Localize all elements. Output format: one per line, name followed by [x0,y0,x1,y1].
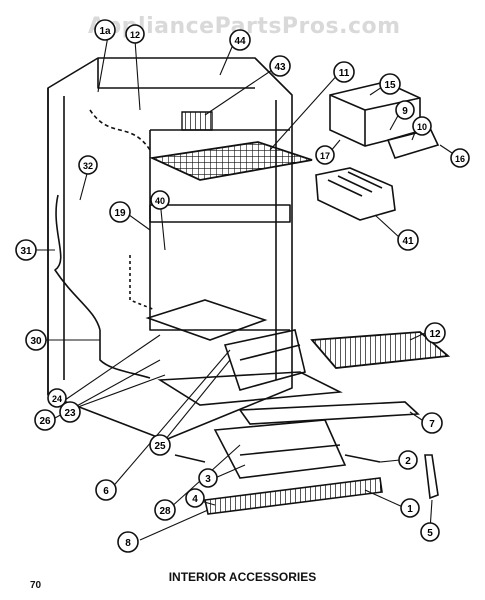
callout-31: 31 [15,239,37,261]
callout-11: 11 [333,61,355,83]
callout-12: 12 [424,322,446,344]
callout-41: 41 [397,229,419,251]
divider [149,204,291,223]
cabinet-liner [47,57,293,441]
ice-tray [386,127,440,159]
page-number: 70 [30,580,42,591]
svg-text:26: 26 [39,416,51,427]
keeper-front [239,344,301,361]
svg-text:24: 24 [52,394,62,404]
callout-7: 7 [421,412,443,434]
callout-17: 17 [315,145,335,165]
svg-text:17: 17 [320,151,330,161]
shelf-rail [181,111,213,131]
svg-text:40: 40 [155,196,165,206]
svg-text:41: 41 [402,236,414,247]
callout-32: 32 [78,155,98,175]
tubing-lower [99,330,151,379]
svg-text:15: 15 [384,80,396,91]
callout-12-top: 12 [125,24,145,44]
svg-text:23: 23 [64,408,76,419]
callout-28: 28 [154,499,176,521]
gasket-upper [89,109,151,151]
svg-text:8: 8 [125,538,131,549]
callout-40: 40 [150,190,170,210]
callout-26-left: 26 [34,409,56,431]
svg-text:30: 30 [30,336,42,347]
rail-7 [238,401,420,425]
crisper-cover [157,371,343,406]
svg-text:3: 3 [205,474,211,485]
liner-rear-top [97,58,255,89]
base-grille [204,477,383,515]
callout-15: 15 [379,73,401,95]
svg-text:7: 7 [429,419,435,430]
screw-5 [174,454,206,463]
callout-5: 5 [420,522,440,542]
callout-43: 43 [269,55,291,77]
tubing-left [54,194,101,331]
svg-text:32: 32 [83,161,93,171]
svg-text:16: 16 [455,154,465,164]
callout-3: 3 [198,468,218,488]
callout-44: 44 [229,29,251,51]
crisper-shelf [310,331,451,369]
callout-10: 10 [412,116,432,136]
diagram-caption: INTERIOR ACCESSORIES [168,570,317,584]
callout-24: 24 [47,388,67,408]
callout-6: 6 [95,479,117,501]
callout-4: 4 [185,488,205,508]
crisper-pan [213,419,347,479]
svg-text:1a: 1a [99,26,111,37]
keeper-drawer [223,329,306,391]
callout-19: 19 [109,201,131,223]
svg-text:43: 43 [274,62,286,73]
svg-text:44: 44 [234,36,246,47]
callout-16: 16 [450,148,470,168]
callout-8: 8 [117,531,139,553]
leveling-leg [424,454,439,500]
freezer-shelf [148,141,313,181]
ice-maker [315,167,396,221]
crisper-pan-front [239,444,341,456]
svg-text:9: 9 [402,106,408,117]
svg-text:10: 10 [417,122,427,132]
liner-back-wall [149,130,290,331]
svg-text:5: 5 [427,528,433,539]
callout-25: 25 [149,434,171,456]
dashed-mount [129,255,156,311]
screw-2 [344,454,381,463]
callout-1: 1 [400,498,420,518]
svg-text:1: 1 [407,504,413,515]
svg-text:19: 19 [114,208,126,219]
svg-text:31: 31 [20,246,32,257]
svg-text:11: 11 [339,68,350,79]
svg-text:2: 2 [405,456,411,467]
svg-text:6: 6 [103,486,109,497]
callout-2: 2 [398,450,418,470]
svg-text:12: 12 [130,30,140,40]
svg-text:28: 28 [159,506,171,517]
callout-23: 23 [59,401,81,423]
svg-text:25: 25 [154,441,166,452]
callout-30: 30 [25,329,47,351]
svg-text:4: 4 [192,494,198,505]
svg-text:12: 12 [429,329,441,340]
ice-maker-ridges [327,171,383,197]
keeper-cover [145,299,268,341]
callout-9: 9 [395,100,415,120]
callout-1a: 1a [94,19,116,41]
